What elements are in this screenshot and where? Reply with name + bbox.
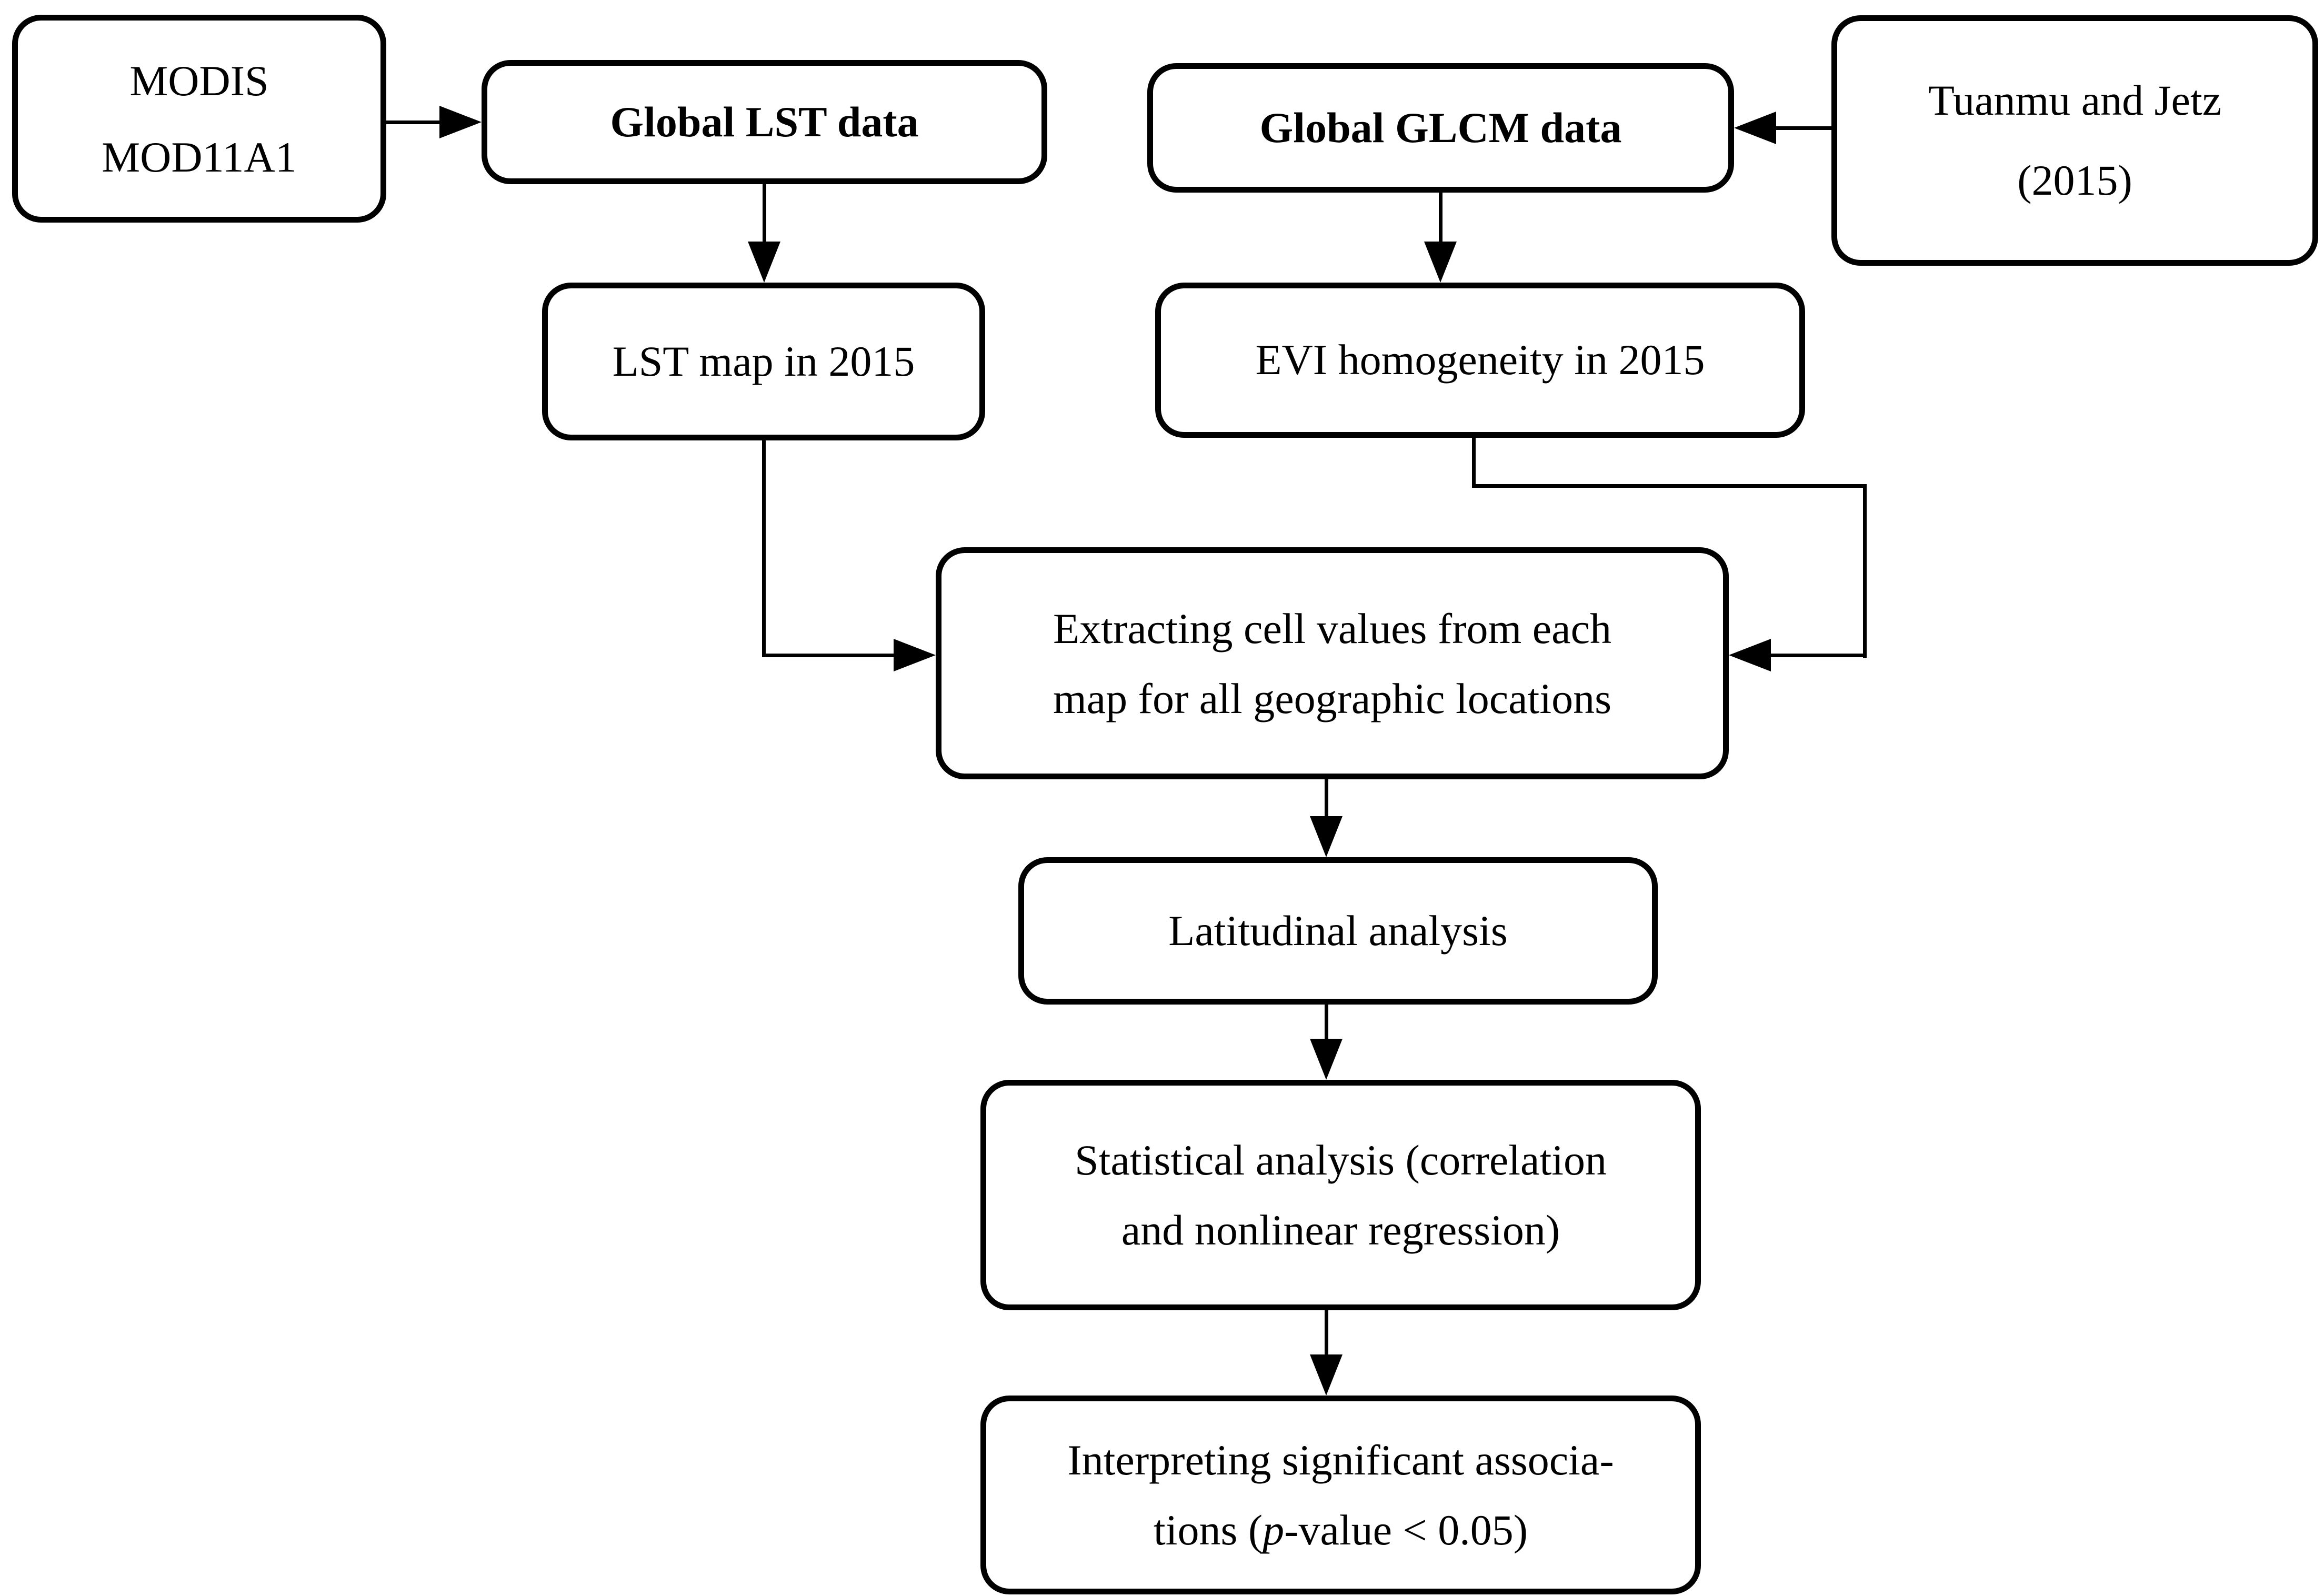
node-modis-line2: MOD11A1 — [102, 133, 297, 181]
connector-latitudinal-to-statistical-line — [1325, 1005, 1328, 1041]
node-lst-map-2015: LST map in 2015 — [542, 283, 985, 440]
node-statistical-line2: and nonlinear regression) — [1121, 1206, 1560, 1254]
connector-lst-to-lstmap-line — [763, 184, 766, 245]
node-statistical-analysis: Statistical analysis (correlation and no… — [980, 1080, 1701, 1310]
connector-evi-to-extracting-vertical2 — [1863, 484, 1867, 658]
arrowhead-down-lst-to-lstmap — [748, 242, 780, 283]
node-extracting-cell-values: Extracting cell values from each map for… — [936, 547, 1729, 779]
interpreting-line2-pre: tions ( — [1153, 1506, 1263, 1554]
connector-lstmap-to-extracting-horizontal — [762, 654, 895, 657]
node-tuanmu-line2: (2015) — [2017, 156, 2132, 204]
connector-glcm-to-evi-line — [1439, 193, 1443, 245]
arrowhead-down-latitudinal-to-statistical — [1310, 1039, 1343, 1080]
node-global-lst-label: Global LST data — [610, 97, 919, 146]
node-interpreting-line2: tions (p-value < 0.05) — [1154, 1495, 1528, 1565]
node-statistical-line1: Statistical analysis (correlation — [1074, 1136, 1607, 1184]
arrowhead-down-extracting-to-latitudinal — [1310, 816, 1343, 857]
node-interpreting-associations: Interpreting significant associa- tions … — [980, 1396, 1701, 1594]
node-evi-label: EVI homogeneity in 2015 — [1255, 336, 1705, 384]
node-global-glcm-label: Global GLCM data — [1259, 103, 1622, 152]
node-tuanmu-jetz: Tuanmu and Jetz (2015) — [1831, 15, 2318, 266]
node-latitudinal-analysis: Latitudinal analysis — [1018, 857, 1658, 1005]
arrowhead-right-lstmap-to-extracting — [894, 639, 936, 671]
arrowhead-down-glcm-to-evi — [1424, 242, 1457, 283]
node-lst-map-label: LST map in 2015 — [612, 337, 915, 385]
connector-evi-to-extracting-vertical1 — [1472, 438, 1476, 488]
interpreting-line2-post: -value < 0.05) — [1284, 1506, 1528, 1554]
connector-statistical-to-interpreting-line — [1325, 1310, 1328, 1358]
connector-modis-to-lst-line — [386, 121, 442, 124]
arrowhead-left-evi-to-extracting — [1729, 639, 1771, 671]
connector-lstmap-to-extracting-vertical — [762, 440, 766, 657]
arrowhead-right-modis-to-lst — [439, 106, 482, 138]
node-modis-line1: MODIS — [129, 56, 269, 105]
arrowhead-down-statistical-to-interpreting — [1310, 1354, 1343, 1396]
node-extracting-line2: map for all geographic locations — [1053, 674, 1612, 722]
node-interpreting-line1: Interpreting significant associa- — [1067, 1436, 1614, 1484]
connector-evi-to-extracting-horizontal2 — [1771, 654, 1867, 657]
arrowhead-left-tuanmu-to-glcm — [1734, 112, 1776, 144]
node-modis-mod11a1: MODIS MOD11A1 — [12, 15, 386, 223]
node-latitudinal-label: Latitudinal analysis — [1168, 906, 1508, 955]
node-tuanmu-line1: Tuanmu and Jetz — [1928, 76, 2222, 124]
node-global-glcm-data: Global GLCM data — [1147, 63, 1734, 193]
connector-evi-to-extracting-horizontal1 — [1472, 484, 1867, 488]
interpreting-p-italic: p — [1263, 1506, 1285, 1554]
node-evi-homogeneity-2015: EVI homogeneity in 2015 — [1155, 283, 1805, 438]
node-extracting-line1: Extracting cell values from each — [1053, 604, 1611, 653]
connector-tuanmu-to-glcm-line — [1775, 126, 1831, 130]
node-global-lst-data: Global LST data — [482, 60, 1047, 184]
connector-extracting-to-latitudinal-line — [1325, 779, 1328, 819]
